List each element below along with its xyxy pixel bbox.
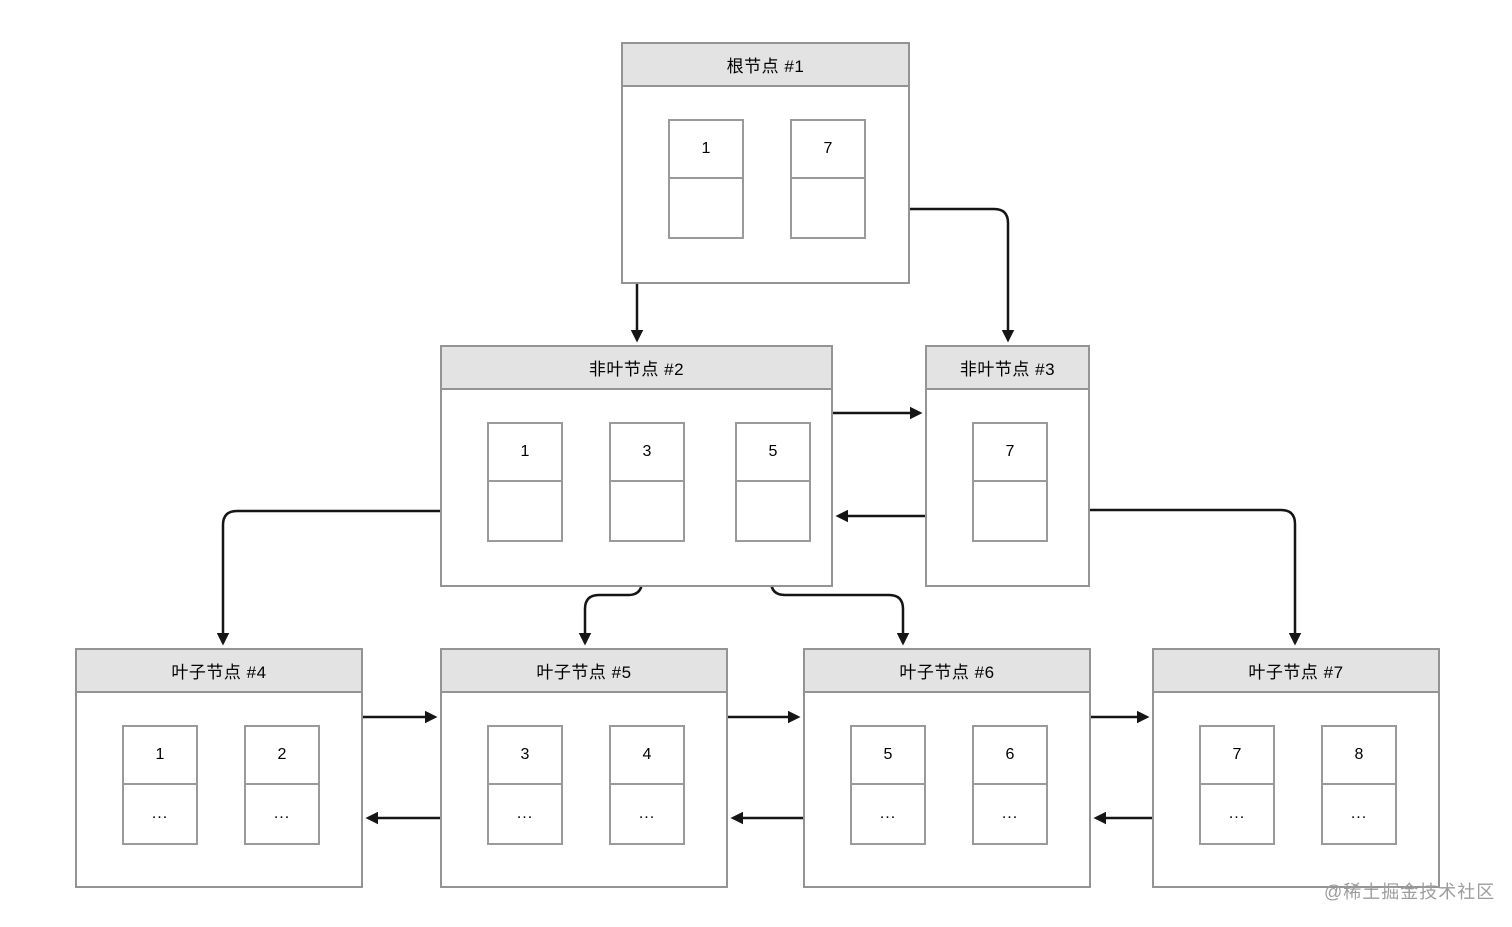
key-value: 7: [1201, 727, 1273, 785]
node-leaf-5-header: 叶子节点 #5: [442, 650, 726, 693]
cell-record: 5 ...: [850, 725, 926, 845]
child-pointer-slot: [489, 482, 561, 540]
cell-record: 6 ...: [972, 725, 1048, 845]
node-leaf-4-header: 叶子节点 #4: [77, 650, 361, 693]
cell-key: 7: [790, 119, 866, 239]
node-leaf-4: 叶子节点 #4 1 ... 2 ...: [75, 648, 363, 888]
record-data: ...: [1350, 805, 1368, 822]
node-title: 叶子节点 #6: [899, 663, 995, 682]
key-value: 1: [124, 727, 196, 785]
key-value: 7: [792, 121, 864, 179]
cell-record: 7 ...: [1199, 725, 1275, 845]
key-value: 3: [611, 424, 683, 482]
key-value: 1: [489, 424, 561, 482]
cell-record: 4 ...: [609, 725, 685, 845]
record-data: ...: [1228, 805, 1246, 822]
key-value: 3: [489, 727, 561, 785]
key-value: 2: [246, 727, 318, 785]
record-data: ...: [638, 805, 656, 822]
node-title: 叶子节点 #7: [1248, 663, 1344, 682]
cell-record: 1 ...: [122, 725, 198, 845]
node-leaf-7: 叶子节点 #7 7 ... 8 ...: [1152, 648, 1440, 888]
node-internal-3-header: 非叶节点 #3: [927, 347, 1088, 390]
cell-key: 1: [668, 119, 744, 239]
node-leaf-6-header: 叶子节点 #6: [805, 650, 1089, 693]
node-internal-2: 非叶节点 #2 1 3 5: [440, 345, 833, 587]
record-data: ...: [151, 805, 169, 822]
record-data: ...: [879, 805, 897, 822]
cell-key: 5: [735, 422, 811, 542]
node-internal-2-header: 非叶节点 #2: [442, 347, 831, 390]
child-pointer-slot: [670, 179, 742, 237]
key-value: 5: [852, 727, 924, 785]
child-pointer-slot: [974, 482, 1046, 540]
cell-record: 8 ...: [1321, 725, 1397, 845]
node-leaf-5: 叶子节点 #5 3 ... 4 ...: [440, 648, 728, 888]
cell-record: 3 ...: [487, 725, 563, 845]
node-title: 叶子节点 #4: [171, 663, 267, 682]
key-value: 5: [737, 424, 809, 482]
cell-key: 7: [972, 422, 1048, 542]
watermark-text: @稀土掘金技术社区: [1324, 882, 1496, 902]
node-leaf-6: 叶子节点 #6 5 ... 6 ...: [803, 648, 1091, 888]
key-value: 6: [974, 727, 1046, 785]
cell-record: 2 ...: [244, 725, 320, 845]
child-pointer-slot: [737, 482, 809, 540]
cell-key: 1: [487, 422, 563, 542]
node-root-1-header: 根节点 #1: [623, 44, 908, 87]
node-title: 叶子节点 #5: [536, 663, 632, 682]
node-root-1: 根节点 #1 1 7: [621, 42, 910, 284]
child-pointer-slot: [611, 482, 683, 540]
node-leaf-7-header: 叶子节点 #7: [1154, 650, 1438, 693]
node-internal-3: 非叶节点 #3 7: [925, 345, 1090, 587]
key-value: 4: [611, 727, 683, 785]
key-value: 1: [670, 121, 742, 179]
node-title: 非叶节点 #3: [959, 360, 1056, 379]
cell-key: 3: [609, 422, 685, 542]
child-pointer-slot: [792, 179, 864, 237]
node-title: 非叶节点 #2: [588, 360, 685, 379]
record-data: ...: [516, 805, 534, 822]
node-title: 根节点 #1: [726, 57, 805, 76]
record-data: ...: [273, 805, 291, 822]
key-value: 8: [1323, 727, 1395, 785]
record-data: ...: [1001, 805, 1019, 822]
key-value: 7: [974, 424, 1046, 482]
